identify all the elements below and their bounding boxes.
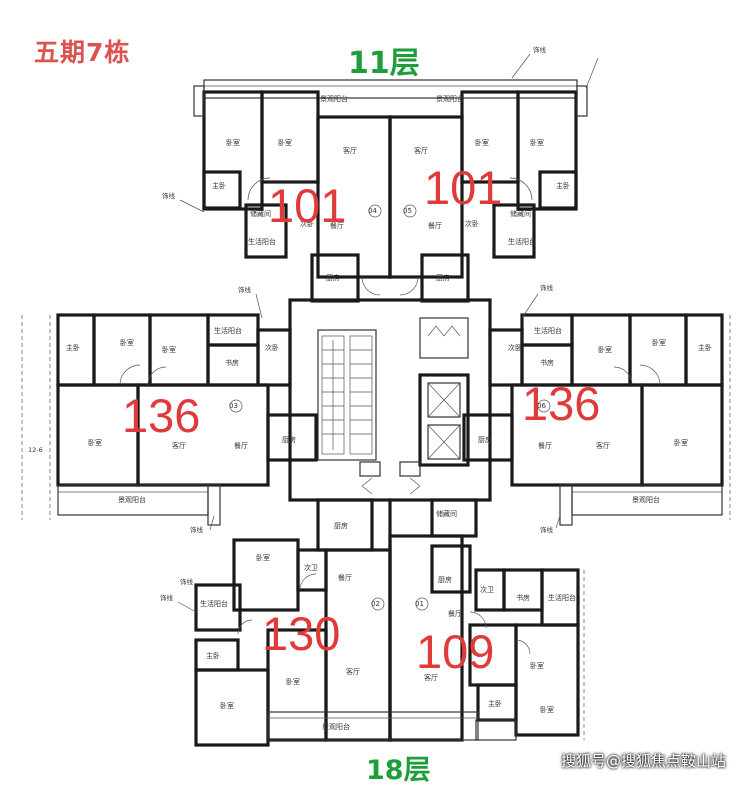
annotation-label: 饰线 bbox=[180, 577, 194, 586]
room-label: 卧室 bbox=[256, 553, 270, 562]
room-label: 生活阳台 bbox=[214, 326, 242, 335]
room-label: 厨房 bbox=[334, 521, 348, 530]
room-label: 储藏间 bbox=[436, 509, 457, 518]
room-label: 生活阳台 bbox=[248, 237, 276, 246]
room-label: 卧室 bbox=[286, 677, 300, 686]
room-label: 客厅 bbox=[343, 146, 357, 155]
room-label: 卧室 bbox=[530, 138, 544, 147]
room-label: 厨房 bbox=[478, 435, 492, 444]
room-label: 生活阳台 bbox=[534, 326, 562, 335]
room-label: 餐厅 bbox=[234, 441, 248, 450]
room-label: 次卫 bbox=[304, 563, 318, 572]
room-label: 生活阳台 bbox=[508, 237, 536, 246]
room-label: 卧室 bbox=[226, 138, 240, 147]
room-label: 主卧 bbox=[556, 181, 570, 190]
room-label: 餐厅 bbox=[538, 441, 552, 450]
room-label: 次卧 bbox=[508, 343, 522, 352]
room-label: 景观阳台 bbox=[436, 94, 464, 103]
room-label: 餐厅 bbox=[428, 221, 442, 230]
room-label: 厨房 bbox=[282, 435, 296, 444]
room-label: 书房 bbox=[540, 358, 554, 367]
unit-area-label: 136 bbox=[122, 389, 200, 442]
room-label: 卧室 bbox=[120, 338, 134, 347]
unit-no-label: 03 bbox=[229, 402, 238, 410]
left-wing: 03 主卧 卧室 卧室 生活阳台 书房 次卧 卧室 客厅 餐厅 厨房 景观阳台 … bbox=[21, 285, 318, 534]
room-label: 景观阳台 bbox=[320, 94, 348, 103]
area-labels: 101 101 136 136 130 109 bbox=[122, 161, 600, 678]
room-label: 卧室 bbox=[475, 138, 489, 147]
room-label: 主卧 bbox=[206, 651, 220, 660]
room-label: 厨房 bbox=[436, 273, 450, 282]
room-label: 卧室 bbox=[674, 438, 688, 447]
room-label: 景观阳台 bbox=[322, 722, 350, 731]
unit-no-label: 05 bbox=[403, 207, 412, 215]
room-label: 卧室 bbox=[220, 701, 234, 710]
unit-area-label: 101 bbox=[424, 161, 502, 214]
room-label: 卧室 bbox=[162, 345, 176, 354]
room-label: 次卧 bbox=[465, 219, 479, 228]
top-wing: 04 05 景观阳台 景观阳台 卧室 卧室 客厅 客厅 卧室 卧室 主卧 主卧 … bbox=[162, 45, 599, 303]
room-label: 生活阳台 bbox=[200, 599, 228, 608]
room-label: 主卧 bbox=[698, 343, 712, 352]
unit-no-label: 02 bbox=[371, 600, 380, 608]
room-label: 客厅 bbox=[424, 673, 438, 682]
bottom-wing: 02 01 厨房 储藏间 厨房 卧室 次卫 餐厅 餐厅 次卫 书房 生活阳台 生… bbox=[160, 498, 585, 747]
annotation-label: 饰线 bbox=[238, 285, 252, 294]
axis-label: 12-6 bbox=[28, 446, 43, 454]
unit-no-label: 06 bbox=[537, 402, 546, 410]
room-label: 次卫 bbox=[480, 585, 494, 594]
room-label: 次卧 bbox=[265, 343, 279, 352]
unit-area-label: 101 bbox=[268, 179, 346, 232]
floor-label-bottom: 18层 bbox=[366, 755, 431, 786]
room-label: 餐厅 bbox=[448, 609, 462, 618]
room-label: 主卧 bbox=[212, 181, 226, 190]
unit-area-label: 130 bbox=[262, 607, 340, 660]
room-label: 书房 bbox=[516, 593, 530, 602]
room-label: 厨房 bbox=[326, 273, 340, 282]
room-label: 生活阳台 bbox=[548, 593, 576, 602]
room-label: 储藏间 bbox=[250, 209, 271, 218]
room-label: 卧室 bbox=[88, 438, 102, 447]
room-label: 客厅 bbox=[596, 441, 610, 450]
room-label: 景观阳台 bbox=[118, 495, 146, 504]
unit-no-label: 01 bbox=[415, 600, 424, 608]
room-label: 餐厅 bbox=[338, 573, 352, 582]
annotation-label: 饰线 bbox=[162, 191, 176, 200]
room-label: 卧室 bbox=[540, 705, 554, 714]
room-label: 卧室 bbox=[598, 345, 612, 354]
room-label: 客厅 bbox=[414, 146, 428, 155]
room-label: 主卧 bbox=[66, 343, 80, 352]
room-label: 卧室 bbox=[530, 661, 544, 670]
room-label: 储藏间 bbox=[510, 209, 531, 218]
annotation-label: 饰线 bbox=[160, 593, 174, 602]
room-label: 客厅 bbox=[346, 667, 360, 676]
room-label: 次卧 bbox=[300, 219, 314, 228]
room-label: 书房 bbox=[225, 358, 239, 367]
room-label: 景观阳台 bbox=[632, 495, 660, 504]
annotation-label: 饰线 bbox=[190, 525, 204, 534]
room-label: 客厅 bbox=[172, 441, 186, 450]
plan-title: 五期7栋 bbox=[34, 38, 131, 67]
right-wing: 06 次卧 生活阳台 书房 卧室 卧室 主卧 餐厅 客厅 卧室 厨房 景观阳台 … bbox=[462, 283, 731, 534]
room-label: 主卧 bbox=[488, 699, 502, 708]
annotation-label: 饰线 bbox=[540, 283, 554, 292]
watermark: 搜狐号@搜狐焦点鞍山站 bbox=[560, 752, 726, 770]
unit-no-label: 04 bbox=[368, 207, 377, 215]
annotation-label: 饰线 bbox=[540, 525, 554, 534]
room-label: 卧室 bbox=[278, 138, 292, 147]
unit-area-label: 136 bbox=[522, 377, 600, 430]
annotation-label: 饰线 bbox=[533, 45, 547, 54]
room-label: 卧室 bbox=[652, 338, 666, 347]
unit-area-label: 109 bbox=[416, 625, 494, 678]
floor-label-top: 11层 bbox=[348, 46, 420, 81]
room-label: 厨房 bbox=[438, 575, 452, 584]
room-label: 餐厅 bbox=[330, 221, 344, 230]
